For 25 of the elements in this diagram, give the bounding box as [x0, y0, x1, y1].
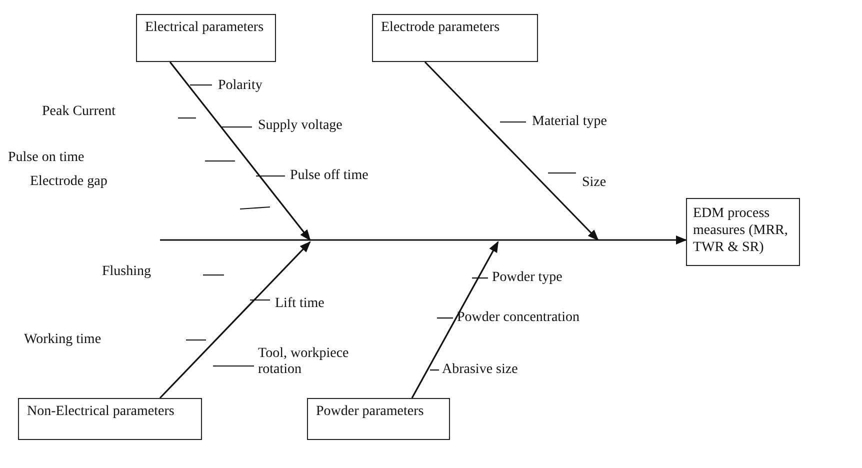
arrow — [424, 61, 599, 241]
arrow — [169, 62, 311, 241]
cause-label: Electrode gap — [30, 174, 108, 190]
cause-label: Abrasive size — [442, 362, 518, 378]
cause-label: Flushing — [102, 264, 152, 280]
arrow — [411, 241, 499, 398]
cause-label: Working time — [24, 332, 102, 348]
cause-label: Size — [582, 175, 606, 191]
cause-label: Powder type — [492, 270, 562, 286]
cause-label: Pulse off time — [290, 168, 368, 184]
cause-label: Material type — [532, 114, 608, 130]
effect-box: EDM process measures (MRR, TWR & SR) — [686, 198, 800, 266]
category-box: Electrical parameters — [136, 14, 276, 62]
category-box: Powder parameters — [307, 398, 450, 440]
cause-label: Supply voltage — [258, 118, 342, 134]
arrow — [160, 236, 688, 244]
category-box: Electrode parameters — [372, 14, 538, 62]
cause-label: Lift time — [275, 296, 324, 312]
cause-label: Tool, workpiece rotation — [258, 346, 350, 378]
category-box: Non-Electrical parameters — [18, 398, 202, 440]
cause-label: Powder concentration — [457, 310, 580, 326]
cause-label: Polarity — [218, 78, 262, 94]
cause-label: Pulse on time — [8, 150, 84, 166]
arrow — [159, 241, 311, 399]
cause-label: Peak Current — [42, 104, 116, 120]
